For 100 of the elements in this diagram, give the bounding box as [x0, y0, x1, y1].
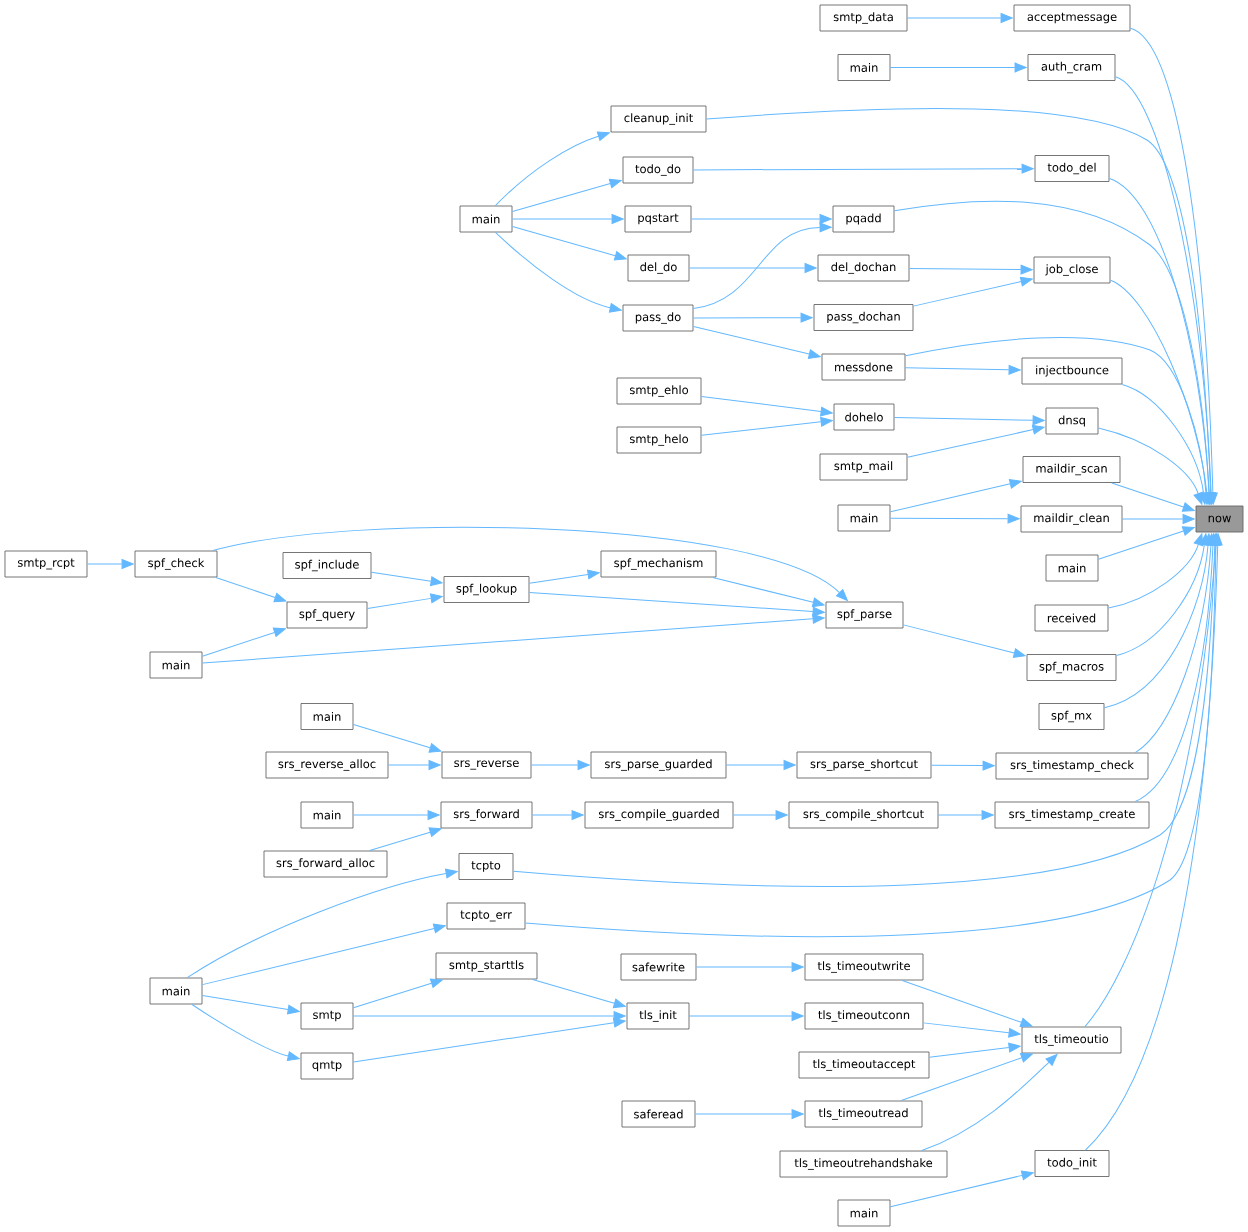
arrow	[191, 1003, 300, 1061]
arrow	[908, 264, 1033, 275]
arrow	[912, 276, 1033, 307]
function-box: smtp_rcpt	[4, 550, 88, 578]
arrow	[906, 13, 1013, 23]
arrow	[705, 107, 1216, 505]
arrow	[511, 178, 622, 212]
arrow	[511, 214, 624, 224]
function-box: cleanup_init	[610, 105, 707, 133]
highlighted-function-box: now	[1195, 505, 1244, 533]
function-box: main	[459, 205, 513, 233]
function-box: main	[1045, 554, 1099, 582]
function-box: smtp	[300, 1002, 354, 1030]
function-box: maildir_clean	[1020, 505, 1123, 533]
function-box: tls_timeoutread	[804, 1100, 923, 1128]
arrow	[1103, 533, 1213, 709]
arrow	[531, 810, 584, 820]
arrow	[889, 513, 1020, 524]
function-box: spf_mx	[1038, 703, 1105, 730]
arrow	[725, 760, 796, 770]
arrow	[1129, 27, 1218, 505]
function-box: acceptmessage	[1013, 4, 1131, 32]
arrow	[369, 827, 442, 852]
function-box: srs_compile_guarded	[584, 801, 734, 829]
function-box: tls_timeoutwrite	[804, 953, 924, 981]
arrow	[889, 479, 1022, 513]
arrow	[387, 760, 441, 770]
arrow	[889, 62, 1027, 73]
function-box: tls_timeoutaccept	[798, 1051, 930, 1079]
arrow	[494, 131, 610, 207]
function-box: srs_forward_alloc	[263, 850, 388, 878]
function-box: smtp_mail	[819, 453, 908, 481]
function-box: injectbounce	[1021, 357, 1123, 385]
arrow	[904, 364, 1021, 375]
arrow	[532, 978, 626, 1009]
arrow	[692, 163, 1034, 174]
arrow	[1097, 427, 1203, 505]
arrow	[690, 214, 832, 224]
arrow	[732, 810, 788, 820]
function-box: srs_timestamp_create	[994, 801, 1150, 829]
function-box: qmtp	[300, 1052, 354, 1080]
arrow	[86, 559, 134, 569]
arrow	[906, 424, 1045, 458]
arrow	[528, 591, 825, 617]
function-box: received	[1034, 604, 1109, 632]
function-box: spf_include	[282, 552, 372, 579]
arrow	[494, 231, 622, 313]
arrow	[215, 576, 287, 603]
function-box: todo_init	[1034, 1150, 1110, 1177]
function-box: safewrite	[620, 953, 697, 981]
arrow	[889, 1170, 1034, 1208]
function-box: tls_timeoutrehandshake	[779, 1150, 948, 1178]
function-box: srs_forward	[440, 801, 533, 829]
function-box: srs_reverse	[441, 751, 532, 779]
function-box: srs_parse_guarded	[590, 751, 727, 779]
arrow	[352, 1017, 626, 1063]
arrow	[1111, 482, 1195, 512]
arrow	[201, 627, 286, 657]
function-box: job_close	[1033, 256, 1111, 284]
arrow	[1121, 514, 1195, 524]
function-box: del_dochan	[817, 254, 910, 282]
function-box: pass_do	[622, 304, 694, 332]
arrow	[528, 569, 600, 584]
arrow	[201, 613, 825, 664]
function-box: main	[837, 54, 891, 81]
function-box: smtp_ehlo	[616, 377, 702, 405]
arrow	[937, 810, 994, 820]
arrow	[921, 1053, 1058, 1152]
arrow	[511, 226, 627, 261]
arrow	[893, 415, 1045, 426]
function-box: dnsq	[1045, 407, 1099, 435]
arrow	[352, 978, 443, 1009]
function-box: main	[837, 504, 891, 532]
arrow	[700, 416, 833, 436]
function-box: spf_check	[134, 550, 218, 578]
function-box: messdone	[821, 353, 906, 381]
function-box: smtp_helo	[616, 426, 702, 454]
arrow	[928, 1042, 1021, 1058]
function-box: srs_reverse_alloc	[265, 751, 389, 779]
function-box: main	[149, 651, 203, 679]
arrow	[900, 1053, 1033, 1102]
arrow	[352, 810, 440, 820]
function-box: spf_lookup	[443, 576, 530, 603]
function-box: srs_timestamp_check	[995, 752, 1149, 780]
function-box: pass_dochan	[813, 304, 914, 331]
arrow	[1121, 383, 1209, 505]
function-box: tcpto	[458, 853, 514, 880]
arrow	[692, 312, 813, 323]
function-box: tls_timeoutio	[1021, 1026, 1122, 1054]
function-box: dohelo	[833, 403, 895, 431]
function-box: main	[149, 977, 203, 1005]
arrow	[212, 526, 848, 602]
arrow	[366, 593, 443, 610]
arrow	[695, 962, 804, 972]
function-box: tls_timeoutconn	[804, 1002, 924, 1030]
arrow	[352, 724, 442, 753]
function-box: saferead	[621, 1100, 696, 1128]
function-box: todo_del	[1034, 155, 1110, 182]
arrow	[692, 325, 821, 359]
arrow	[186, 868, 458, 979]
